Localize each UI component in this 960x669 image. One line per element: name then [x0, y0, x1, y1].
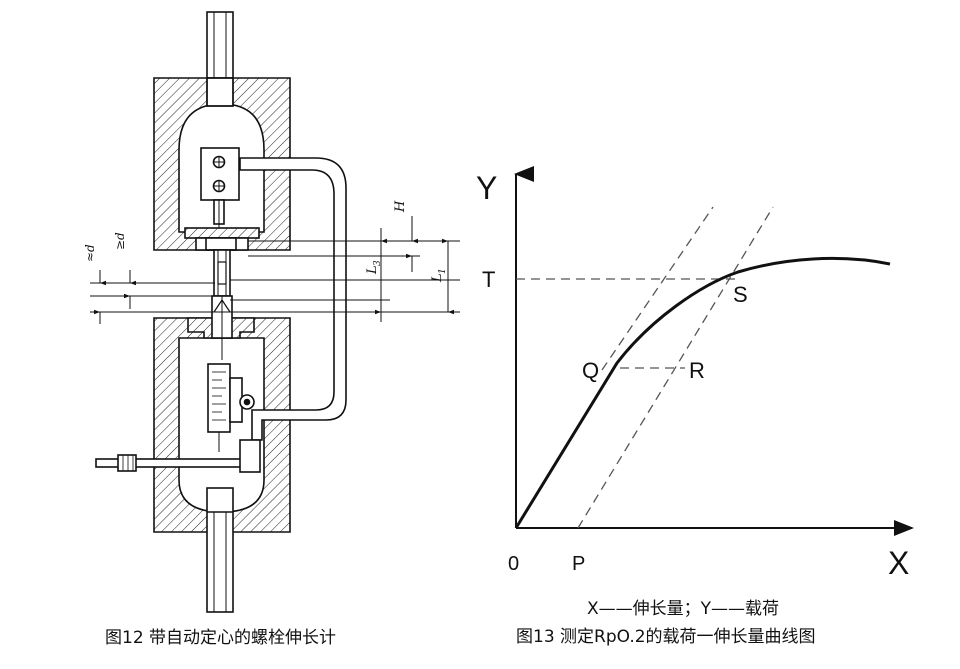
x-axis-label: X	[888, 545, 909, 581]
figure13-caption: 图13 测定RpO.2的载荷一伸长量曲线图	[516, 627, 816, 647]
dim-label-approx-d: ≈d	[83, 244, 97, 262]
tangent-line-q	[601, 206, 714, 371]
origin-label: 0	[508, 553, 519, 575]
dim-label-l3: L	[365, 265, 380, 275]
point-label-t: T	[482, 267, 495, 292]
bolt-extensometer-drawing	[95, 11, 347, 613]
dim-label-min-d: ≥d	[113, 232, 127, 250]
load-curve	[514, 256, 891, 529]
dim-label-l1-sub: 1	[438, 268, 448, 274]
point-label-p: P	[572, 553, 585, 575]
dim-label-l1: L	[430, 273, 445, 283]
dim-label-l3-sub: 3	[373, 260, 383, 266]
figure12-caption: 图12 带自动定心的螺栓伸长计	[105, 628, 336, 648]
point-label-s: S	[733, 282, 748, 307]
point-label-q: Q	[582, 358, 599, 383]
y-axis-label: Y	[476, 170, 497, 206]
dimension-lines	[90, 216, 460, 324]
dim-label-h: H	[393, 200, 408, 213]
point-label-r: R	[689, 358, 705, 383]
figure13-legend: X——伸长量；Y——载荷	[587, 599, 779, 619]
load-elongation-chart	[514, 166, 914, 536]
dial-scale-block	[207, 363, 231, 433]
parallel-line-p	[577, 206, 774, 529]
bottom-bolt-shaft	[206, 487, 234, 613]
